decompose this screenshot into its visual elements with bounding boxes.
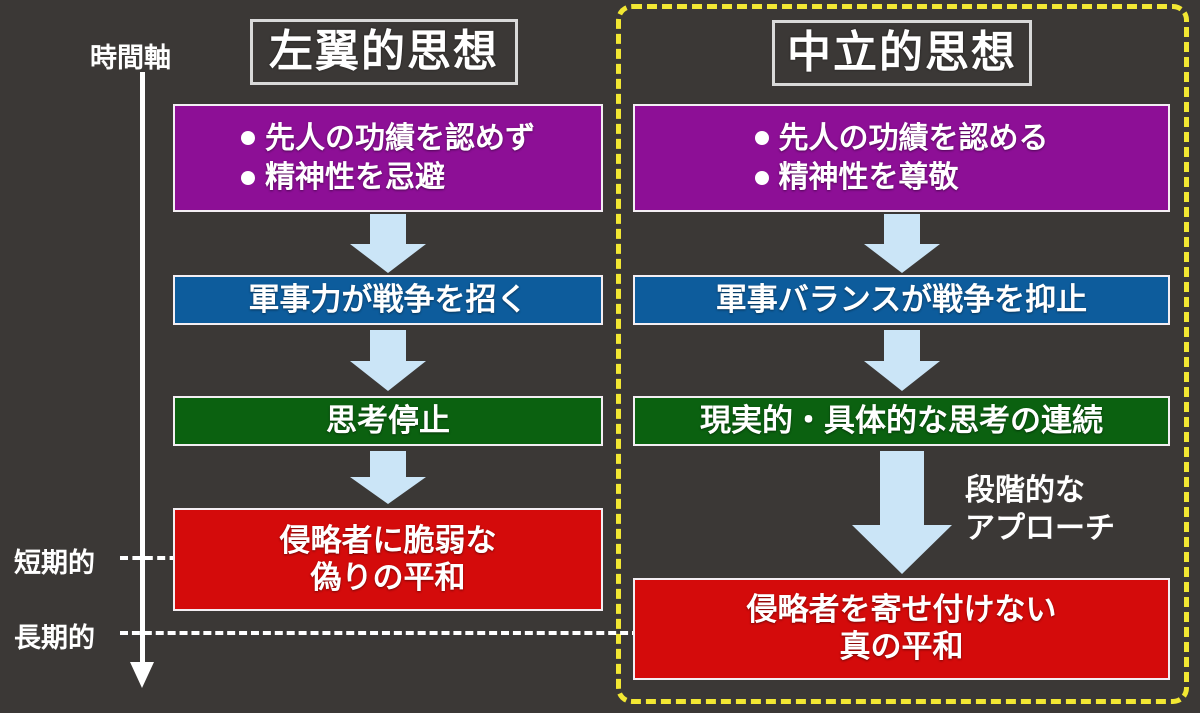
left-step-2-box: 軍事力が戦争を招く [173, 275, 603, 325]
list-item: 先人の功績を認める [754, 121, 1049, 156]
right-arrow-1-icon [864, 214, 940, 273]
left-step-4-box: 侵略者に脆弱な 偽りの平和 [173, 508, 603, 611]
right-arrow-2-icon [864, 330, 940, 391]
column-header-left-wing: 左翼的思想 [250, 19, 518, 85]
list-item: 先人の功績を認めず [241, 121, 535, 156]
left-step-1-bullet-2: 精神性を忌避 [265, 161, 445, 194]
right-step-3-text: 現実的・具体的な思考の連続 [700, 402, 1103, 438]
bullet-dot-icon [241, 131, 255, 146]
right-arrow-3-icon [852, 451, 952, 574]
bullet-dot-icon [241, 170, 255, 185]
list-item: 精神性を忌避 [241, 160, 445, 195]
left-arrow-1-icon [350, 214, 426, 273]
left-arrow-2-icon [350, 330, 426, 391]
left-arrow-3-icon [350, 451, 426, 504]
long-term-dashed-line [120, 631, 640, 635]
right-step-1-bullet-1: 先人の功績を認める [778, 121, 1049, 155]
left-step-1-bullet-1: 先人の功績を認めず [265, 121, 535, 155]
left-step-4-line-1: 侵略者に脆弱な [279, 522, 497, 558]
timeline-axis-label: 時間軸 [90, 43, 171, 73]
right-step-4-line-2: 真の平和 [839, 629, 964, 664]
right-step-2-box: 軍事バランスが戦争を抑止 [633, 275, 1170, 325]
neutral-column-highlight-frame [616, 4, 1189, 704]
right-step-4-line-1: 侵略者を寄せ付けない [746, 592, 1057, 628]
right-step-2-text: 軍事バランスが戦争を抑止 [715, 281, 1088, 317]
short-term-label: 短期的 [14, 548, 95, 578]
right-step-3-box: 現実的・具体的な思考の連続 [633, 396, 1170, 446]
left-step-3-box: 思考停止 [173, 396, 603, 446]
list-item: 精神性を尊敬 [754, 160, 959, 195]
left-step-1-bullet-list: 先人の功績を認めず 精神性を忌避 [241, 121, 535, 196]
right-step-1-bullet-list: 先人の功績を認める 精神性を尊敬 [754, 121, 1049, 196]
right-step-1-box: 先人の功績を認める 精神性を尊敬 [633, 104, 1170, 212]
left-step-2-text: 軍事力が戦争を招く [248, 281, 528, 317]
stepwise-approach-annotation: 段階的な アプローチ [965, 474, 1115, 546]
right-step-4-box: 侵略者を寄せ付けない 真の平和 [633, 578, 1170, 680]
short-term-dashed-line [120, 556, 190, 560]
bullet-dot-icon [754, 131, 769, 146]
timeline-arrowhead-icon [130, 662, 154, 688]
column-header-neutral: 中立的思想 [772, 20, 1032, 86]
long-term-label: 長期的 [14, 623, 95, 653]
left-step-4-line-2: 偽りの平和 [310, 559, 466, 595]
bullet-dot-icon [754, 170, 769, 185]
left-step-1-box: 先人の功績を認めず 精神性を忌避 [173, 104, 603, 212]
timeline-axis-line [140, 72, 145, 670]
right-step-1-bullet-2: 精神性を尊敬 [778, 161, 959, 194]
left-step-3-text: 思考停止 [326, 402, 450, 438]
